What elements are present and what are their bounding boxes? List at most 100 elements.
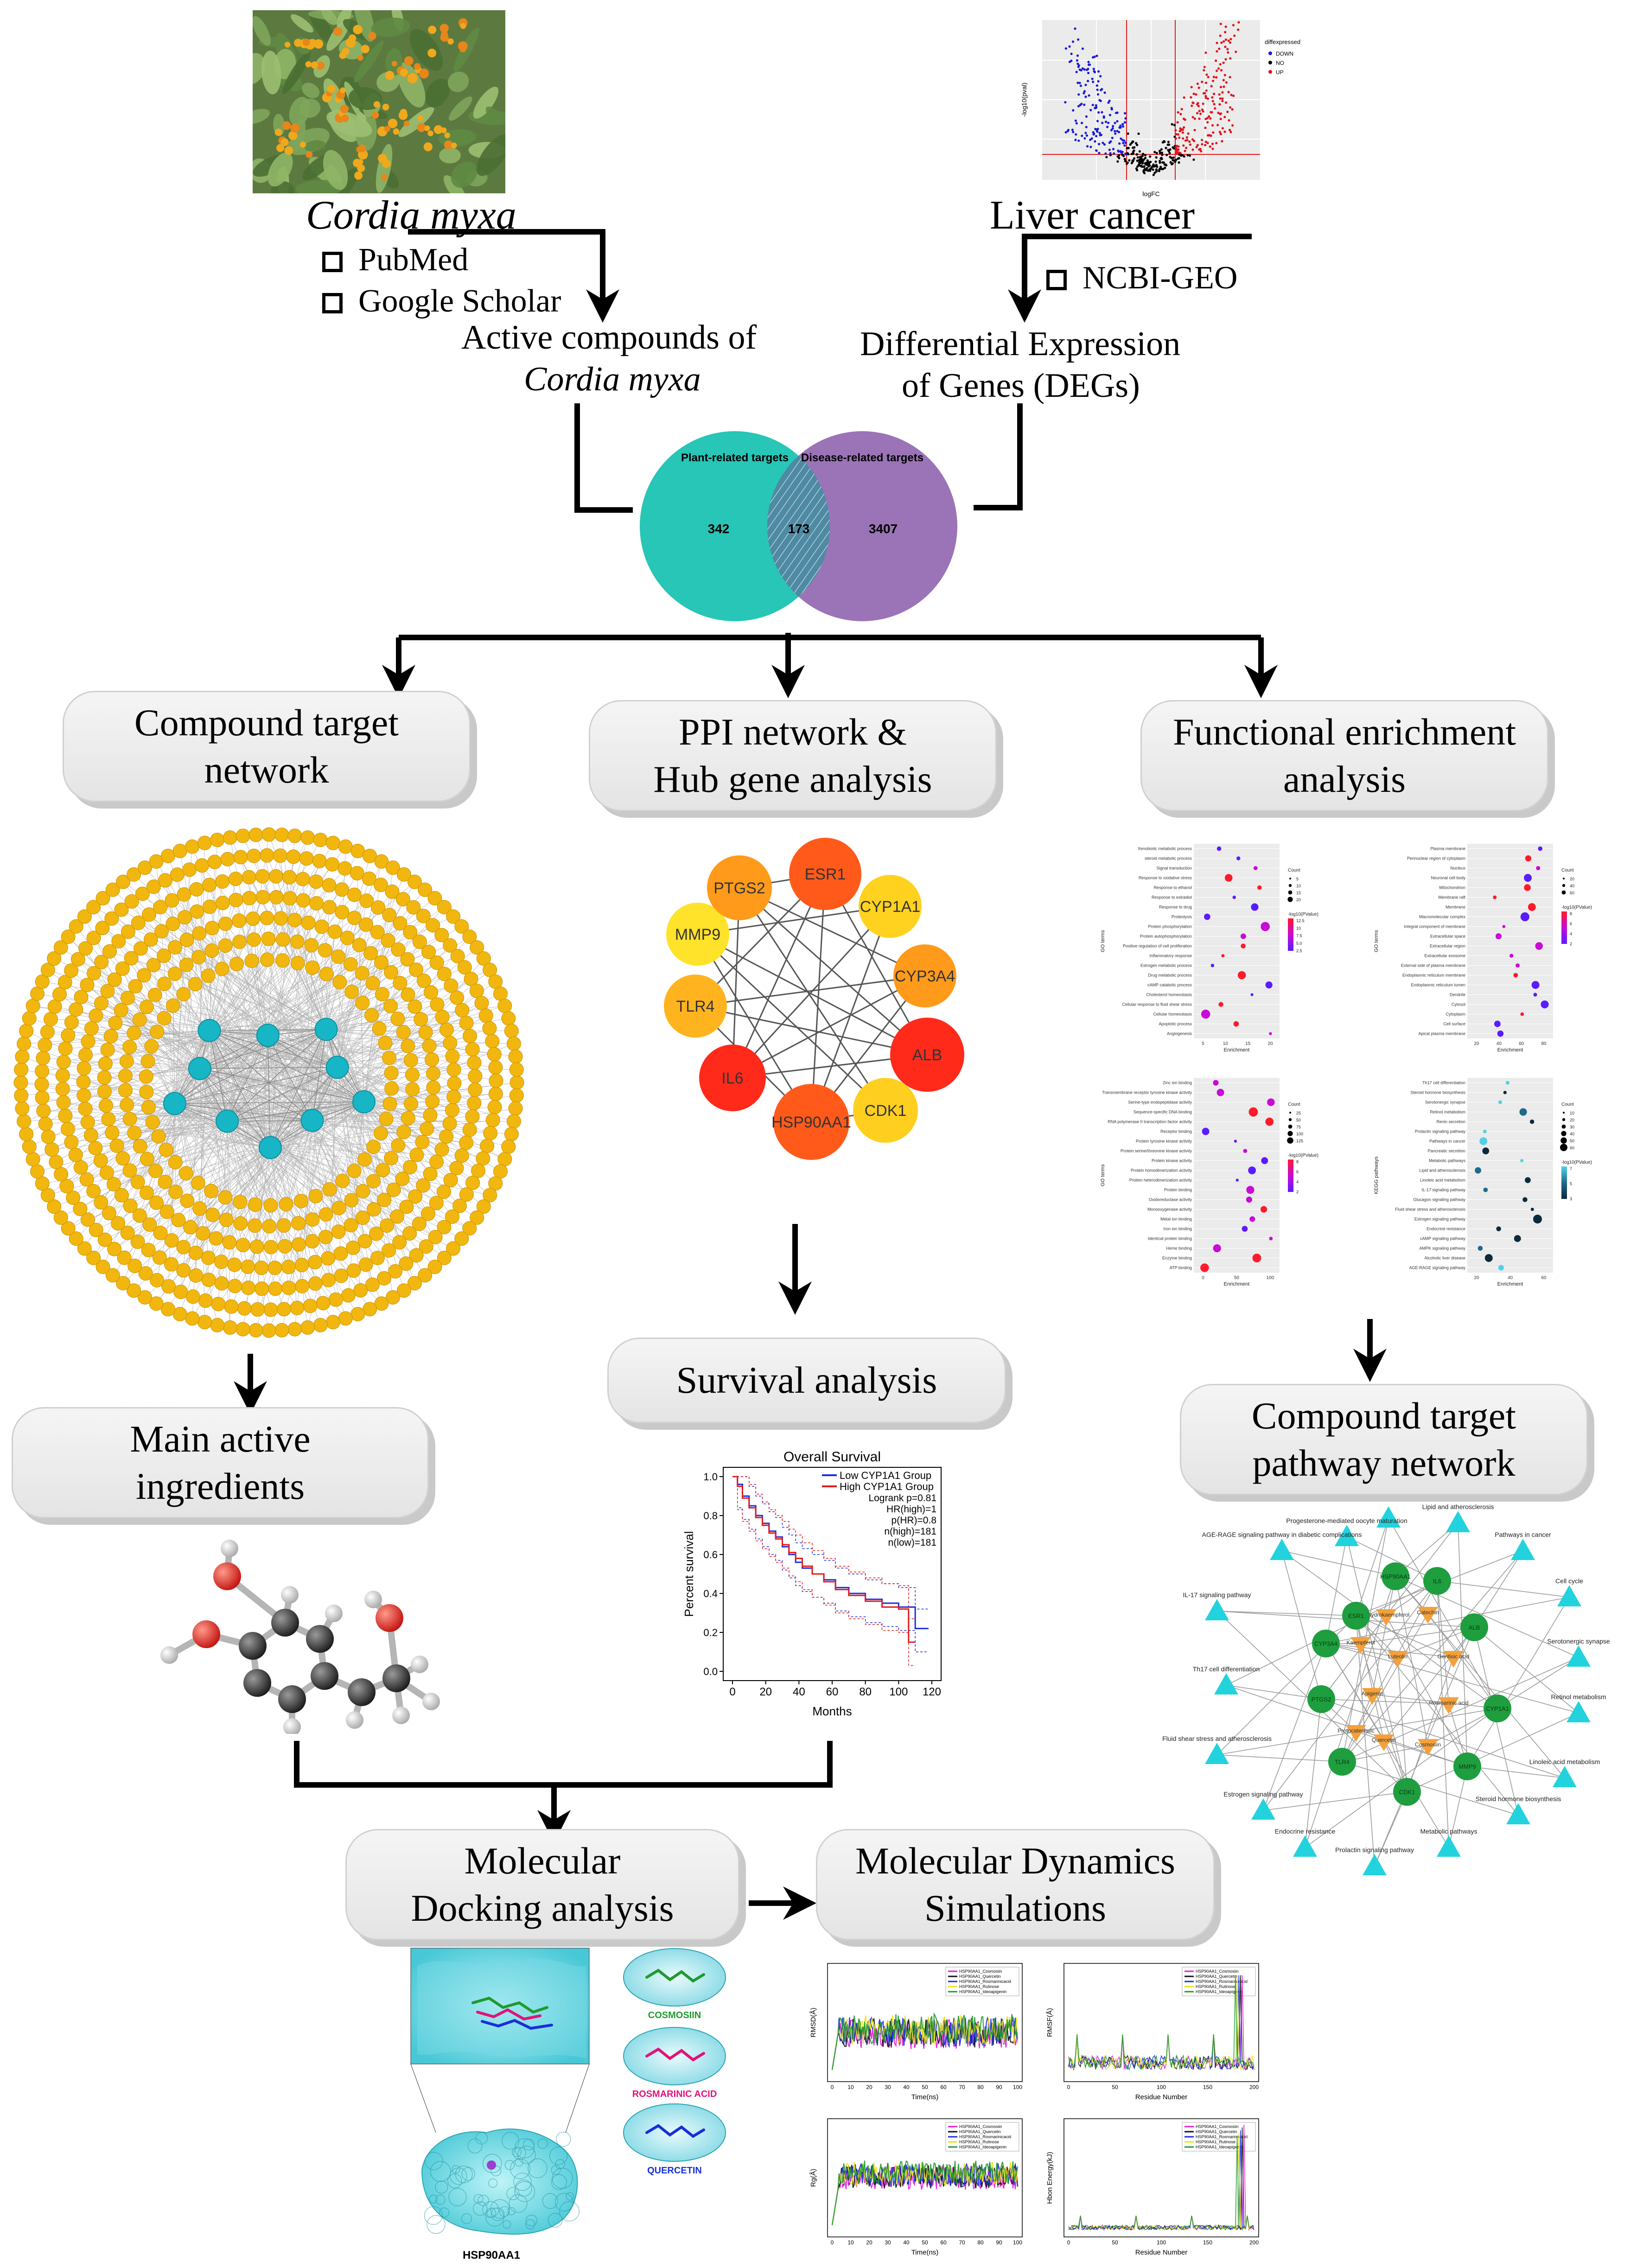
svg-text:125: 125 <box>1296 1139 1303 1143</box>
svg-text:Metabolic pathways: Metabolic pathways <box>1420 1828 1477 1835</box>
svg-text:200: 200 <box>1249 2239 1259 2246</box>
svg-text:Perinuclear region of cytoplas: Perinuclear region of cytoplasm <box>1407 856 1465 861</box>
svg-text:50: 50 <box>1112 2084 1118 2090</box>
svg-text:40: 40 <box>1508 1275 1513 1281</box>
svg-text:150: 150 <box>1203 2084 1212 2090</box>
svg-text:50: 50 <box>1570 1139 1574 1143</box>
step-compound-target-pathway-network: Compound target pathway network <box>1180 1384 1588 1495</box>
svg-text:Serotonergic synapse: Serotonergic synapse <box>1547 1637 1610 1645</box>
svg-text:40: 40 <box>903 2084 910 2090</box>
svg-text:HSP90AA1_Ideoapigenin: HSP90AA1_Ideoapigenin <box>1196 2145 1243 2149</box>
svg-text:Alcoholic liver disease: Alcoholic liver disease <box>1424 1256 1465 1261</box>
venn-right-label: Disease-related targets <box>801 452 923 464</box>
svg-text:10: 10 <box>847 2239 854 2246</box>
svg-text:Inflammatory response: Inflammatory response <box>1149 954 1192 958</box>
svg-text:Extracellular region: Extracellular region <box>1430 944 1465 949</box>
svg-text:RNA polymerase II transcriptio: RNA polymerase II transcription factor a… <box>1108 1120 1192 1124</box>
svg-text:Mitochondrion: Mitochondrion <box>1439 886 1465 890</box>
svg-text:Membrane raft: Membrane raft <box>1438 895 1465 900</box>
ppi-node-il6: IL6 <box>699 1045 766 1111</box>
svg-text:AGE-RAGE signaling pathway in: AGE-RAGE signaling pathway in diabetic c… <box>1202 1531 1362 1538</box>
venn-right-count: 3407 <box>869 522 898 536</box>
svg-text:RMSF(Å): RMSF(Å) <box>1046 2008 1054 2037</box>
svg-text:15: 15 <box>1245 1041 1251 1046</box>
svg-text:70: 70 <box>959 2239 965 2246</box>
svg-text:20: 20 <box>1474 1275 1479 1281</box>
svg-text:120: 120 <box>923 1686 941 1698</box>
pathway-node: Estrogen signaling pathway <box>1223 1790 1303 1820</box>
svg-text:Prolactin signaling pathway: Prolactin signaling pathway <box>1335 1846 1414 1854</box>
svg-text:Pathways in cancer: Pathways in cancer <box>1429 1139 1465 1144</box>
svg-text:Protein homodimerization activ: Protein homodimerization activity <box>1131 1168 1192 1173</box>
venn-left-count: 342 <box>708 522 730 536</box>
svg-text:Dihydrokaempferol: Dihydrokaempferol <box>1363 1612 1410 1618</box>
svg-text:30: 30 <box>885 2084 891 2090</box>
svg-text:HSP90AA1_Ideoapigenin: HSP90AA1_Ideoapigenin <box>959 2145 1006 2149</box>
svg-text:Residue Number: Residue Number <box>1135 2249 1188 2256</box>
svg-text:Nucleus: Nucleus <box>1450 866 1465 871</box>
svg-text:6: 6 <box>1570 922 1572 926</box>
svg-text:HSP90AA1: HSP90AA1 <box>1380 1573 1411 1580</box>
svg-text:QUERCETIN: QUERCETIN <box>647 2166 702 2176</box>
svg-text:8: 8 <box>1570 911 1572 916</box>
svg-text:IL6: IL6 <box>721 1070 743 1087</box>
svg-text:90: 90 <box>996 2239 1002 2246</box>
svg-text:Neuronal cell body: Neuronal cell body <box>1431 876 1465 880</box>
svg-text:20: 20 <box>866 2239 872 2246</box>
pathway-node: Serotonergic synapse <box>1547 1637 1610 1667</box>
venn-overlap <box>767 431 830 621</box>
svg-text:Identical protein binding: Identical protein binding <box>1148 1236 1192 1241</box>
svg-text:ESR1: ESR1 <box>805 866 846 883</box>
volcano-legend-down: DOWN <box>1276 51 1293 57</box>
svg-text:Cellular homeostasis: Cellular homeostasis <box>1153 1012 1192 1017</box>
svg-text:TLR4: TLR4 <box>676 998 714 1015</box>
gene-node: CYP1A1 <box>1484 1695 1511 1722</box>
svg-text:Fluid shear stress and atheros: Fluid shear stress and atherosclerosis <box>1162 1735 1272 1742</box>
svg-text:0: 0 <box>831 2239 834 2246</box>
svg-text:High CYP1A1 Group: High CYP1A1 Group <box>840 1481 934 1492</box>
svg-text:Drug metabolic process: Drug metabolic process <box>1148 973 1192 978</box>
svg-text:cAMP catabolic process: cAMP catabolic process <box>1147 983 1192 987</box>
pathway-node: Alcoholic liver disease <box>1356 1504 1420 1528</box>
step-molecular-docking: Molecular Docking analysis <box>345 1829 739 1940</box>
svg-text:steroid metabolic process: steroid metabolic process <box>1145 856 1192 861</box>
gene-node: HSP90AA1 <box>1380 1562 1411 1590</box>
svg-text:Progesterone-mediated oocyte m: Progesterone-mediated oocyte maturation <box>1286 1517 1407 1524</box>
svg-text:ATP binding: ATP binding <box>1170 1266 1192 1270</box>
db-label: NCBI-GEO <box>1083 260 1238 296</box>
svg-text:Pathways in cancer: Pathways in cancer <box>1495 1531 1551 1538</box>
svg-text:ALB: ALB <box>1469 1624 1480 1631</box>
svg-text:Cosmosiin: Cosmosiin <box>1415 1741 1441 1748</box>
docking-protein-label: HSP90AA1 <box>463 2249 520 2262</box>
svg-text:Residue Number: Residue Number <box>1135 2093 1188 2101</box>
ppi-node-hsp90aa1: HSP90AA1 <box>771 1084 851 1160</box>
step-compound-target-network: Compound target network <box>63 691 471 802</box>
svg-text:3: 3 <box>1570 1197 1572 1201</box>
svg-text:HSP90AA1_Rutinose: HSP90AA1_Rutinose <box>959 1984 999 1989</box>
svg-text:Cytosol: Cytosol <box>1452 1002 1465 1007</box>
svg-text:Iron ion binding: Iron ion binding <box>1163 1227 1192 1231</box>
svg-text:0.6: 0.6 <box>703 1549 718 1561</box>
pathway-node: Th17 cell differentiation <box>1193 1665 1260 1695</box>
cordia-myxa-photo <box>253 10 505 193</box>
svg-text:HSP90AA1_Quercetin: HSP90AA1_Quercetin <box>959 2129 1001 2134</box>
svg-text:Enrichment: Enrichment <box>1224 1281 1250 1287</box>
svg-text:60: 60 <box>1541 1275 1547 1281</box>
svg-text:Count: Count <box>1288 1102 1300 1107</box>
svg-text:90: 90 <box>996 2084 1002 2090</box>
ppi-node-ptgs2: PTGS2 <box>707 855 772 920</box>
svg-text:HSP90AA1_Cosmosiin: HSP90AA1_Cosmosiin <box>1196 1969 1239 1974</box>
svg-text:HSP90AA1_Quercetin: HSP90AA1_Quercetin <box>1196 1974 1237 1979</box>
svg-text:Enrichment: Enrichment <box>1497 1047 1523 1053</box>
survival-xlabel: Months <box>812 1704 852 1718</box>
svg-text:Cytoplasm: Cytoplasm <box>1446 1012 1465 1017</box>
svg-text:5: 5 <box>1570 1182 1572 1186</box>
svg-text:80: 80 <box>1541 1041 1547 1046</box>
svg-text:100: 100 <box>889 1686 908 1698</box>
svg-text:0: 0 <box>729 1686 735 1698</box>
disease-name: Liver cancer <box>990 193 1195 238</box>
